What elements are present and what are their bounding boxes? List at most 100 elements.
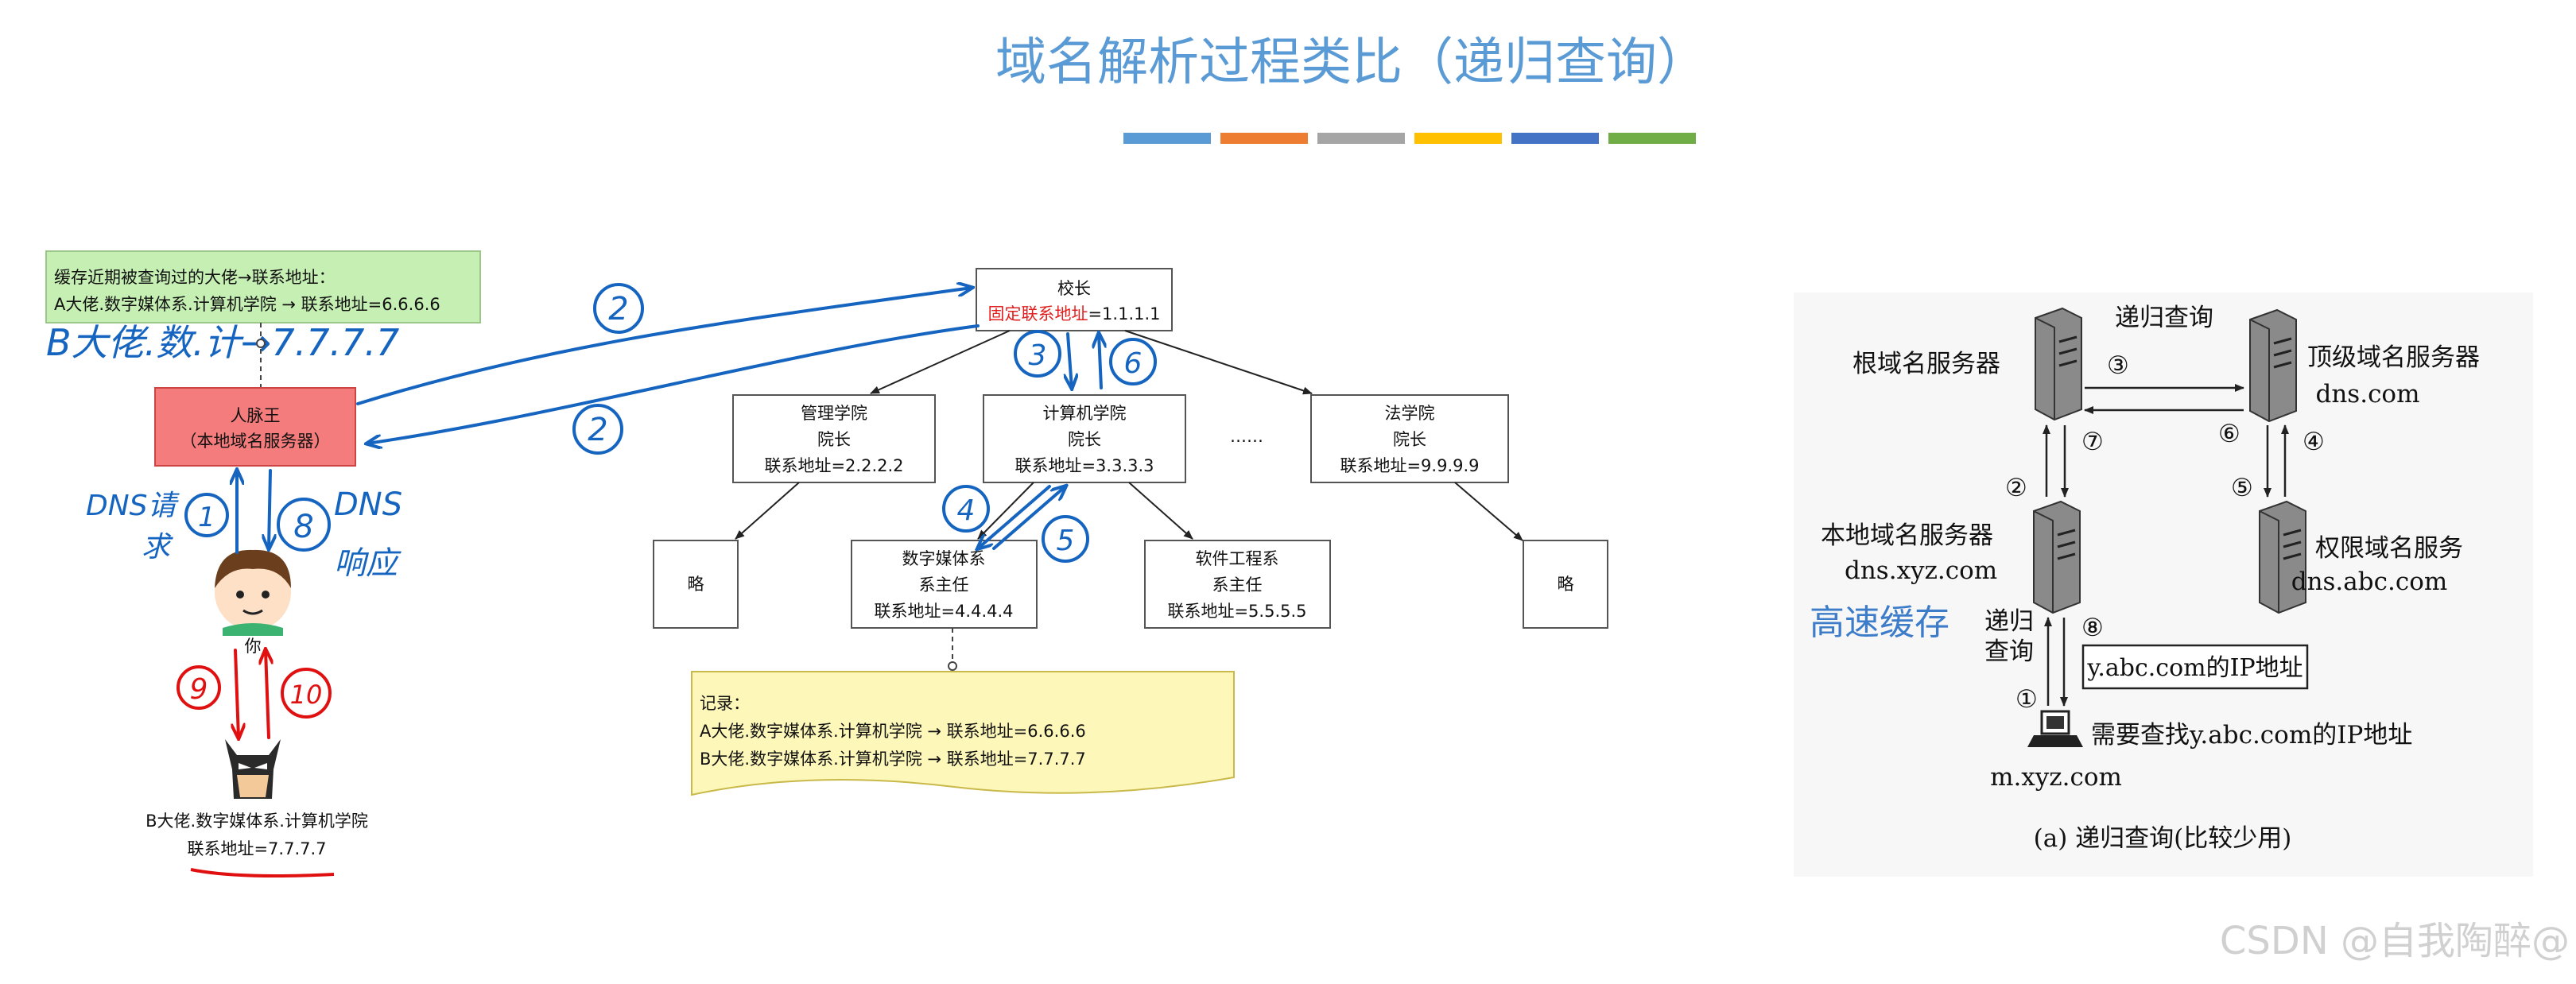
svg-text:递归: 递归 [1984, 607, 2034, 636]
textbook-arrows [2043, 384, 2289, 707]
cache-handwritten-entry: B大佬.数.计→7.7.7.7 [46, 321, 399, 364]
omitted-label: 略 [1558, 575, 1574, 594]
svg-text:求: 求 [142, 531, 173, 564]
college-role: 院长 [1393, 430, 1426, 449]
answer-box-text: y.abc.com的IP地址 [2086, 654, 2302, 682]
target-name: B大佬.数字媒体系.计算机学院 [145, 812, 368, 831]
svg-text:响应: 响应 [334, 545, 402, 582]
svg-text:⑧: ⑧ [2081, 614, 2104, 642]
answer-box [2081, 644, 2309, 690]
principal-addr-value: =1.1.1.1 [1088, 304, 1160, 323]
handwritten-red-labels: 9 10 [190, 673, 323, 710]
svg-text:2: 2 [608, 291, 628, 327]
svg-text:需要查找y.abc.com的IP地址: 需要查找y.abc.com的IP地址 [2091, 721, 2412, 750]
svg-text:递归查询: 递归查询 [2115, 304, 2213, 332]
svg-text:查询: 查询 [1984, 637, 2034, 666]
college-node-cs [983, 394, 1186, 483]
dept-addr: 联系地址=5.5.5.5 [1167, 602, 1306, 621]
svg-text:DNS请: DNS请 [86, 490, 180, 522]
svg-text:dns.xyz.com: dns.xyz.com [1845, 556, 1997, 585]
server-icon-local [2033, 500, 2081, 614]
principal-title: 校长 [1057, 279, 1091, 298]
svg-text:4: 4 [957, 494, 976, 527]
record-label: 记录： [700, 694, 750, 713]
svg-text:(a) 递归查询(比较少用): (a) 递归查询(比较少用) [2034, 824, 2292, 853]
cache-note-label: 高速缓存 [1810, 602, 1949, 643]
college-node-management [732, 394, 936, 483]
college-role: 院长 [1068, 430, 1101, 449]
tree-connectors [735, 330, 1523, 541]
textbook-labels: 递归查询 根域名服务器 顶级域名服务器 dns.com 本地域名服务器 dns.… [1821, 304, 2480, 853]
batman-icon [225, 739, 281, 799]
college-ellipsis: …… [1230, 427, 1263, 446]
omitted-node-left [653, 540, 739, 629]
computer-icon-host [2027, 710, 2083, 747]
svg-text:dns.com: dns.com [2316, 380, 2420, 409]
dept-node-digital-media [851, 540, 1038, 629]
target-addr: 联系地址=7.7.7.7 [187, 839, 326, 858]
svg-text:dns.abc.com: dns.abc.com [2291, 568, 2448, 596]
dept-role: 系主任 [919, 575, 969, 595]
svg-text:2: 2 [588, 412, 607, 448]
handwritten-red-arrows [177, 650, 332, 738]
record-note [691, 671, 1235, 796]
college-name: 计算机学院 [1043, 404, 1127, 423]
college-node-law [1310, 394, 1509, 483]
dept-node-software [1144, 540, 1331, 629]
svg-text:6: 6 [1124, 347, 1143, 380]
svg-text:5: 5 [1057, 525, 1075, 557]
svg-text:DNS: DNS [334, 486, 402, 523]
you-label: 你 [245, 637, 262, 656]
svg-text:根域名服务器: 根域名服务器 [1852, 350, 2000, 378]
svg-text:⑤: ⑤ [2231, 474, 2253, 502]
svg-text:②: ② [2005, 474, 2027, 502]
server-icon-authoritative [2259, 500, 2306, 614]
cache-box-line2: A大佬.数字媒体系.计算机学院 → 联系地址=6.6.6.6 [54, 295, 440, 314]
svg-text:10: 10 [290, 680, 323, 710]
dept-name: 数字媒体系 [902, 549, 986, 568]
svg-text:⑥: ⑥ [2218, 420, 2240, 448]
handwritten-blue-labels: 2 2 3 6 4 5 1 8 DNS请 求 DNS 响应 [86, 291, 1142, 582]
college-addr: 联系地址=3.3.3.3 [1014, 456, 1154, 475]
local-server-role: （本地域名服务器） [180, 432, 331, 451]
page-title: 域名解析过程类比（递归查询） [995, 33, 1708, 92]
local-server-name: 人脉王 [231, 406, 281, 425]
svg-text:①: ① [2015, 685, 2038, 714]
svg-text:固定联系地址=1.1.1.1: 固定联系地址=1.1.1.1 [987, 304, 1160, 323]
svg-text:8: 8 [293, 509, 313, 545]
svg-text:④: ④ [2302, 428, 2325, 456]
title-color-stripes [1123, 133, 1696, 144]
record-line2: B大佬.数字媒体系.计算机学院 → 联系地址=7.7.7.7 [700, 750, 1086, 769]
omitted-label: 略 [688, 575, 704, 594]
dept-addr: 联系地址=4.4.4.4 [874, 602, 1013, 621]
dept-role: 系主任 [1212, 575, 1263, 595]
you-avatar [215, 549, 291, 636]
svg-text:3: 3 [1029, 339, 1047, 372]
textbook-figure-panel [1794, 292, 2533, 877]
svg-text:本地域名服务器: 本地域名服务器 [1821, 521, 1993, 550]
svg-text:⑦: ⑦ [2081, 428, 2104, 456]
college-name: 法学院 [1385, 404, 1435, 423]
college-addr: 联系地址=9.9.9.9 [1340, 456, 1479, 475]
svg-text:顶级域名服务器: 顶级域名服务器 [2307, 343, 2480, 372]
cache-box [45, 250, 481, 323]
svg-text:9: 9 [190, 673, 208, 706]
svg-text:权限域名服务: 权限域名服务 [2315, 534, 2463, 563]
college-name: 管理学院 [801, 404, 867, 423]
principal-node [976, 268, 1173, 331]
handwritten-blue-arrows [184, 285, 1157, 563]
server-icon-root [2035, 307, 2082, 421]
record-line1: A大佬.数字媒体系.计算机学院 → 联系地址=6.6.6.6 [700, 722, 1086, 741]
dept-name: 软件工程系 [1196, 549, 1279, 568]
college-role: 院长 [817, 430, 851, 449]
server-icon-tld [2249, 308, 2297, 423]
svg-text:③: ③ [2107, 351, 2129, 380]
svg-text:m.xyz.com: m.xyz.com [1990, 763, 2122, 792]
csdn-watermark: CSDN @自我陶醉@ [2220, 919, 2570, 963]
omitted-node-right [1523, 540, 1608, 629]
svg-text:1: 1 [198, 502, 215, 533]
local-dns-server-node [154, 387, 356, 467]
college-addr: 联系地址=2.2.2.2 [764, 456, 903, 475]
principal-addr-label: 固定联系地址 [987, 304, 1088, 323]
